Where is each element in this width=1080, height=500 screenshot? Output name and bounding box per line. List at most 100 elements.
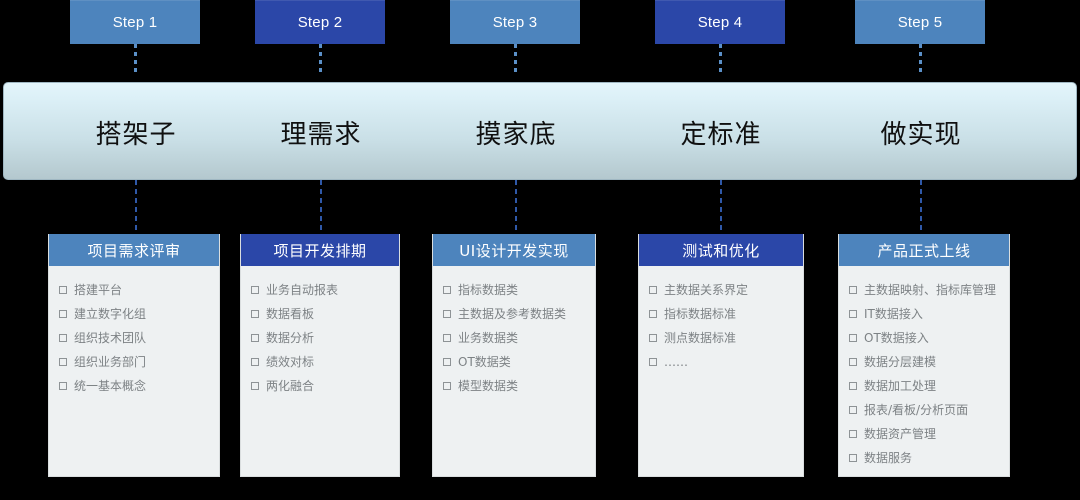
step-box-3[interactable]: Step 3 (450, 0, 580, 44)
square-bullet-icon (849, 406, 857, 414)
list-item[interactable]: 业务数据类 (443, 328, 587, 349)
list-item[interactable]: OT数据接入 (849, 328, 1001, 349)
list-item[interactable]: 两化融合 (251, 376, 391, 397)
list-item[interactable]: 模型数据类 (443, 376, 587, 397)
list-item[interactable]: 数据分析 (251, 328, 391, 349)
list-item-label: 绩效对标 (266, 355, 315, 369)
card-title-4: 测试和优化 (639, 234, 803, 266)
list-item-label: 组织技术团队 (74, 331, 147, 345)
phase-label-4: 定标准 (680, 119, 762, 150)
card-title-1: 项目需求评审 (49, 234, 219, 266)
list-item[interactable]: IT数据接入 (849, 304, 1001, 325)
square-bullet-icon (849, 286, 857, 294)
card-item-list: 主数据映射、指标库管理 IT数据接入 OT数据接入数据分层建模数据加工处理报表/看板… (839, 266, 1009, 482)
list-item[interactable]: 测点数据标准 (649, 328, 795, 349)
list-item-label: 业务自动报表 (266, 283, 339, 297)
connector-banner-to-card-4 (720, 180, 722, 234)
list-item-label: 业务数据类 (458, 331, 519, 345)
square-bullet-icon (849, 430, 857, 438)
list-item-label: OT数据接入 (864, 331, 929, 345)
list-item[interactable]: 建立数字化组 (59, 304, 211, 325)
list-item-label: 主数据映射、指标库管理 (864, 283, 997, 297)
square-bullet-icon (649, 286, 657, 294)
square-bullet-icon (849, 310, 857, 318)
square-bullet-icon (443, 334, 451, 342)
square-bullet-icon (59, 286, 67, 294)
list-item-label: OT数据类 (458, 355, 511, 369)
list-item[interactable]: 绩效对标 (251, 352, 391, 373)
list-item-label: 报表/看板/分析页面 (864, 403, 969, 417)
square-bullet-icon (251, 310, 259, 318)
phase-label-1: 搭架子 (95, 119, 177, 150)
connector-banner-to-card-5 (920, 180, 922, 234)
card-title-2: 项目开发排期 (241, 234, 399, 266)
list-item-label: 指标数据标准 (664, 307, 737, 321)
step-label: Step 3 (492, 13, 538, 31)
square-bullet-icon (443, 382, 451, 390)
square-bullet-icon (59, 358, 67, 366)
list-item-label: 建立数字化组 (74, 307, 147, 321)
square-bullet-icon (849, 334, 857, 342)
detail-card-4[interactable]: 测试和优化主数据关系界定指标数据标准测点数据标准 …… (638, 234, 804, 477)
list-item-label: 测点数据标准 (664, 331, 737, 345)
detail-card-2[interactable]: 项目开发排期业务自动报表数据看板数据分析绩效对标两化融合 (240, 234, 400, 477)
connector-step-to-banner-5 (919, 44, 922, 72)
list-item[interactable]: …… (649, 352, 795, 373)
list-item-label: 数据加工处理 (864, 379, 937, 393)
list-item-label: 统一基本概念 (74, 379, 147, 393)
list-item[interactable]: 数据看板 (251, 304, 391, 325)
square-bullet-icon (443, 286, 451, 294)
list-item-label: 数据分层建模 (864, 355, 937, 369)
phase-label-3: 摸家底 (475, 119, 557, 150)
list-item[interactable]: 数据资产管理 (849, 424, 1001, 445)
step-box-2[interactable]: Step 2 (255, 0, 385, 44)
card-item-list: 主数据关系界定指标数据标准测点数据标准 …… (639, 266, 803, 386)
list-item[interactable]: 组织业务部门 (59, 352, 211, 373)
list-item[interactable]: 统一基本概念 (59, 376, 211, 397)
list-item-label: 数据分析 (266, 331, 315, 345)
list-item-label: 数据资产管理 (864, 427, 937, 441)
list-item-label: 数据服务 (864, 451, 913, 465)
list-item[interactable]: 指标数据类 (443, 280, 587, 301)
step-box-4[interactable]: Step 4 (655, 0, 785, 44)
square-bullet-icon (251, 358, 259, 366)
connector-step-to-banner-4 (719, 44, 722, 72)
list-item[interactable]: 主数据关系界定 (649, 280, 795, 301)
list-item[interactable]: 主数据映射、指标库管理 (849, 280, 1001, 301)
step-label: Step 4 (697, 13, 743, 31)
list-item[interactable]: OT数据类 (443, 352, 587, 373)
square-bullet-icon (59, 334, 67, 342)
detail-card-1[interactable]: 项目需求评审搭建平台建立数字化组组织技术团队组织业务部门统一基本概念 (48, 234, 220, 477)
list-item[interactable]: 数据加工处理 (849, 376, 1001, 397)
list-item[interactable]: 搭建平台 (59, 280, 211, 301)
step-label: Step 5 (897, 13, 943, 31)
list-item[interactable]: 数据分层建模 (849, 352, 1001, 373)
list-item-label: …… (664, 355, 688, 369)
step-box-1[interactable]: Step 1 (70, 0, 200, 44)
list-item[interactable]: 组织技术团队 (59, 328, 211, 349)
list-item[interactable]: 业务自动报表 (251, 280, 391, 301)
list-item[interactable]: 主数据及参考数据类 (443, 304, 587, 325)
connector-banner-to-card-3 (515, 180, 517, 234)
list-item-label: 主数据及参考数据类 (458, 307, 567, 321)
connector-step-to-banner-3 (514, 44, 517, 72)
connector-step-to-banner-2 (319, 44, 322, 72)
square-bullet-icon (649, 358, 657, 366)
square-bullet-icon (59, 310, 67, 318)
phase-banner: 搭架子 理需求 摸家底 定标准 做实现 (3, 82, 1077, 180)
step-box-5[interactable]: Step 5 (855, 0, 985, 44)
list-item-label: 搭建平台 (74, 283, 123, 297)
phase-label-2: 理需求 (280, 119, 362, 150)
connector-banner-to-card-2 (320, 180, 322, 234)
list-item[interactable]: 报表/看板/分析页面 (849, 400, 1001, 421)
list-item-label: IT数据接入 (864, 307, 923, 321)
list-item-label: 组织业务部门 (74, 355, 147, 369)
list-item-label: 两化融合 (266, 379, 315, 393)
phase-label-5: 做实现 (880, 119, 962, 150)
card-title-3: UI设计开发实现 (433, 234, 595, 266)
list-item[interactable]: 数据服务 (849, 448, 1001, 469)
list-item[interactable]: 指标数据标准 (649, 304, 795, 325)
detail-card-3[interactable]: UI设计开发实现指标数据类主数据及参考数据类业务数据类 OT数据类模型数据类 (432, 234, 596, 477)
